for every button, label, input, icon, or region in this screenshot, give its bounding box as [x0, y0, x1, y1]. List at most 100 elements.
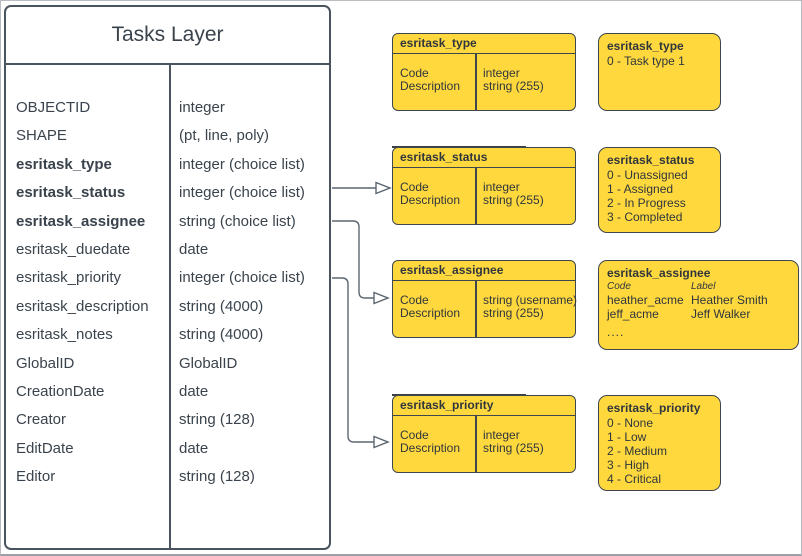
field-name: esritask_assignee [16, 212, 146, 230]
value-item: 4 - Critical [607, 472, 662, 487]
domain-table-title: esritask_type [393, 34, 575, 54]
assignee-column-headers: Code Label [607, 281, 790, 293]
arrowhead-icon [373, 291, 390, 305]
field-row: esritask_assignee string (choice list) [6, 208, 329, 236]
field-row: esritask_type integer (choice list) [6, 151, 329, 179]
field-row: Creator string (128) [6, 406, 329, 434]
assignee-code-header: Code [607, 281, 631, 292]
value-list-title: esritask_type [607, 39, 684, 53]
field-row: esritask_duedate date [6, 236, 329, 264]
schema-type: integer [483, 66, 520, 80]
field-type: string (4000) [179, 326, 264, 344]
schema-divider [475, 415, 477, 472]
assignee-row: jeff_acme Jeff Walker [607, 307, 790, 321]
value-item: 0 - Task type 1 [607, 54, 685, 68]
field-name: esritask_notes [16, 326, 113, 344]
value-item: 2 - Medium [607, 444, 668, 459]
field-name: EditDate [16, 439, 74, 457]
assignee-label-header: Label [691, 281, 716, 292]
field-type: string (128) [179, 411, 255, 429]
column-divider [169, 65, 171, 548]
schema-type: integer [483, 428, 520, 442]
assignee-label: Heather Smith [691, 293, 768, 307]
schema-divider [475, 167, 477, 224]
schema-field: Code [400, 180, 429, 194]
schema-field: Description [400, 79, 461, 93]
value-item: 0 - None [607, 416, 654, 430]
field-name: OBJECTID [16, 99, 91, 116]
field-type: integer (choice list) [179, 269, 305, 287]
value-item: 3 - Completed [607, 210, 683, 225]
assignee-more-indicator: .... [607, 325, 625, 340]
field-name: Editor [16, 468, 56, 486]
field-type: integer (choice list) [179, 155, 305, 173]
field-type: string (128) [179, 468, 255, 486]
value-item: 1 - Low [607, 430, 647, 445]
value-list-esritask-type: esritask_type 0 - Task type 1 [598, 33, 721, 111]
schema-type: integer [483, 180, 520, 194]
value-item: 3 - High [607, 458, 650, 473]
value-list-title: esritask_status [607, 153, 695, 167]
field-type: (pt, line, poly) [179, 127, 270, 145]
connector-esritask-priority [332, 277, 374, 443]
field-row: OBJECTID integer [6, 94, 329, 122]
schema-field: Description [400, 193, 461, 207]
value-list-esritask-priority: esritask_priority 0 - None 1 - Low 2 - M… [598, 395, 721, 491]
value-item: 1 - Assigned [607, 182, 674, 197]
field-row: GlobalID GlobalID [6, 350, 329, 378]
value-list-title: esritask_assignee [607, 266, 711, 280]
tasks-layer-title: Tasks Layer [6, 7, 329, 65]
assignee-code: jeff_acme [607, 307, 659, 322]
field-name: Creator [16, 411, 67, 429]
schema-field: Description [400, 441, 461, 455]
field-type: string (4000) [179, 297, 264, 315]
field-name: GlobalID [16, 354, 75, 372]
field-row: esritask_notes string (4000) [6, 321, 329, 349]
field-row: EditDate date [6, 435, 329, 463]
field-type: GlobalID [179, 354, 238, 372]
field-name: esritask_duedate [16, 240, 131, 258]
schema-field: Code [400, 428, 429, 442]
field-type: date [179, 439, 209, 457]
schema-field: Code [400, 293, 429, 307]
schema-divider [475, 53, 477, 110]
tasks-layer-table: Tasks Layer OBJECTID integer SHAPE (pt, li… [4, 5, 331, 550]
field-type: date [179, 382, 209, 400]
schema-type: string (255) [483, 79, 544, 93]
field-type: integer [179, 99, 225, 116]
field-name: esritask_priority [16, 269, 122, 287]
arrowhead-icon [373, 435, 390, 449]
schema-type: string (255) [483, 441, 544, 455]
connector-esritask-assignee [332, 220, 374, 299]
field-name: esritask_type [16, 155, 112, 173]
assignee-row: heather_acme Heather Smith [607, 293, 790, 307]
field-rows: OBJECTID integer SHAPE (pt, line, poly) es… [6, 94, 329, 491]
schema-divider [475, 280, 477, 337]
schema-type: string (username) [483, 293, 578, 307]
schema-type: string (255) [483, 306, 544, 320]
value-item: 2 - In Progress [607, 196, 686, 211]
schema-field: Description [400, 306, 461, 320]
field-type: date [179, 240, 209, 258]
assignee-code: heather_acme [607, 293, 684, 307]
field-row: CreationDate date [6, 378, 329, 406]
field-name: esritask_status [16, 184, 126, 202]
field-name: SHAPE [16, 127, 67, 145]
arrowhead-icon [375, 181, 392, 195]
value-list-esritask-assignee: esritask_assignee Code Label heather_acme… [598, 260, 799, 350]
field-type: string (choice list) [179, 212, 296, 230]
schema-type: string (255) [483, 193, 544, 207]
assignee-label: Jeff Walker [691, 307, 751, 322]
value-list-esritask-status: esritask_status 0 - Unassigned 1 - Assig… [598, 147, 721, 233]
field-name: CreationDate [16, 382, 105, 400]
schema-field: Code [400, 66, 429, 80]
domain-table-title: esritask_priority [393, 396, 575, 416]
value-list-title: esritask_priority [607, 401, 701, 415]
field-row: esritask_priority integer (choice list) [6, 264, 329, 292]
